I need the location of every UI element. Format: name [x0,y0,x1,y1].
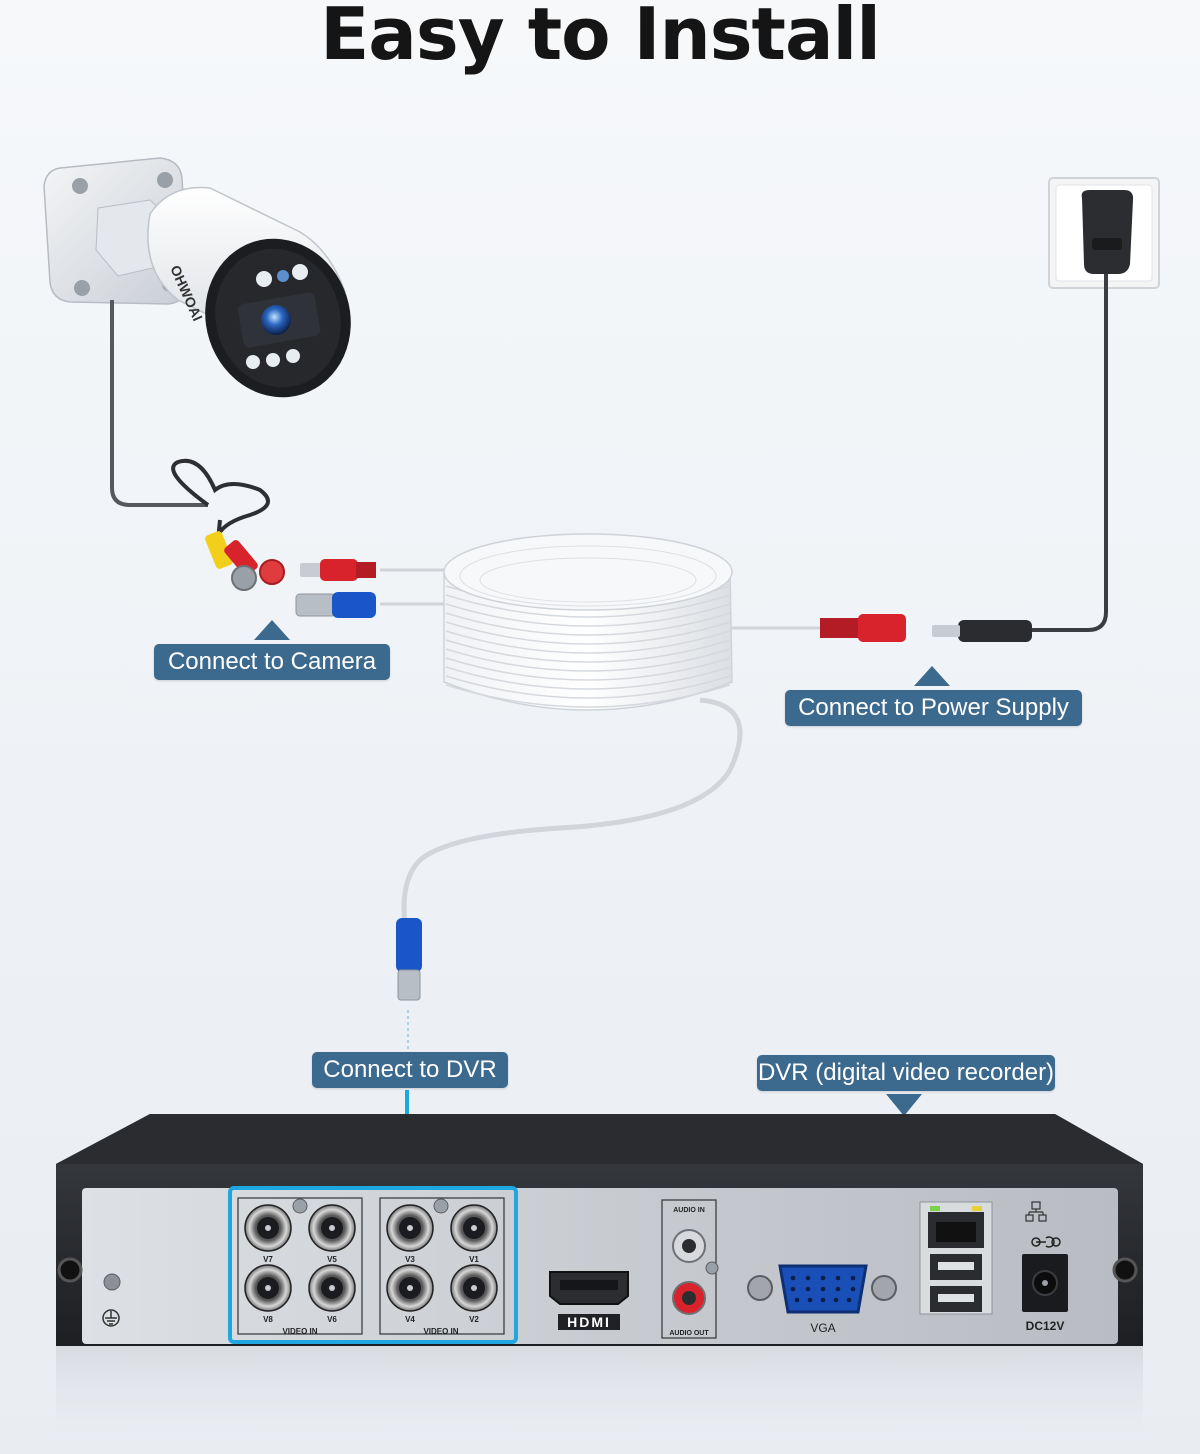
vga-pin [807,1297,813,1303]
vga-pin [833,1297,839,1303]
dc-label: DC12V [1026,1319,1065,1333]
label-connect-to-camera: Connect to Camera [154,644,390,680]
vga-pin [820,1286,826,1292]
label-dvr-name: DVR (digital video recorder) [757,1055,1055,1091]
coil-ring [445,657,731,681]
coil-ring [445,639,731,663]
vga-pin [846,1297,852,1303]
security-camera: OHWOAI [43,157,351,591]
coil-ring [445,648,731,672]
wall-outlet-adapter [932,177,1160,642]
audio-out-label: AUDIO OUT [669,1330,709,1337]
vga-pin [835,1275,841,1281]
coil-ring [445,621,731,645]
bnc-channel-label: V1 [469,1255,479,1264]
vga-port[interactable]: VGA [747,1264,897,1335]
lan-usb-ports [919,1201,993,1315]
bnc-channel-label: V6 [327,1315,337,1324]
hdmi-port[interactable]: HDMI [549,1271,629,1330]
vga-pin [805,1275,811,1281]
video-in-label-right: VIDEO IN [423,1327,458,1336]
page-title: Easy to Install [320,0,881,76]
vga-label: VGA [810,1321,835,1335]
vga-pin [790,1286,796,1292]
camera-lens [261,305,291,335]
arrow-up-icon [914,666,950,686]
audio-in-label: AUDIO IN [673,1207,705,1214]
vga-pin [794,1297,800,1303]
audio-ports: AUDIO IN AUDIO OUT [661,1199,719,1339]
coil-ring [445,603,731,627]
vga-pin [850,1275,856,1281]
video-in-label-left: VIDEO IN [282,1327,317,1336]
coil-ring [445,666,731,690]
label-connect-to-power: Connect to Power Supply [785,690,1082,726]
bnc-channel-label: V3 [405,1255,415,1264]
ground-icon [102,1309,120,1327]
vga-pin [835,1286,841,1292]
bnc-channel-label: V5 [327,1255,337,1264]
coil-ring [445,594,731,618]
vga-pin [820,1297,826,1303]
label-connect-to-dvr: Connect to DVR [312,1052,508,1088]
coil-ring [445,612,731,636]
bnc-channel-label: V2 [469,1315,479,1324]
coil-ring [445,630,731,654]
arrow-up-icon [254,620,290,640]
coil-ring [445,675,731,699]
bnc-channel-label: V4 [405,1315,415,1324]
network-icon [1025,1201,1047,1222]
vga-pin [850,1286,856,1292]
arrow-down-icon [886,1094,922,1116]
bnc-channel-label: V8 [263,1315,273,1324]
hdmi-label: HDMI [567,1314,611,1330]
coil-ring [445,684,731,708]
vga-pin [805,1286,811,1292]
dc-power-jack[interactable] [1022,1254,1068,1312]
vga-pin [820,1275,826,1281]
dvr-reflection [56,1346,1143,1454]
bnc-channel-label: V7 [263,1255,273,1264]
video-in-highlight [228,1186,518,1344]
power-polarity-icon [1031,1236,1061,1248]
siamese-cable-coil [295,533,906,1050]
vga-pin [790,1275,796,1281]
